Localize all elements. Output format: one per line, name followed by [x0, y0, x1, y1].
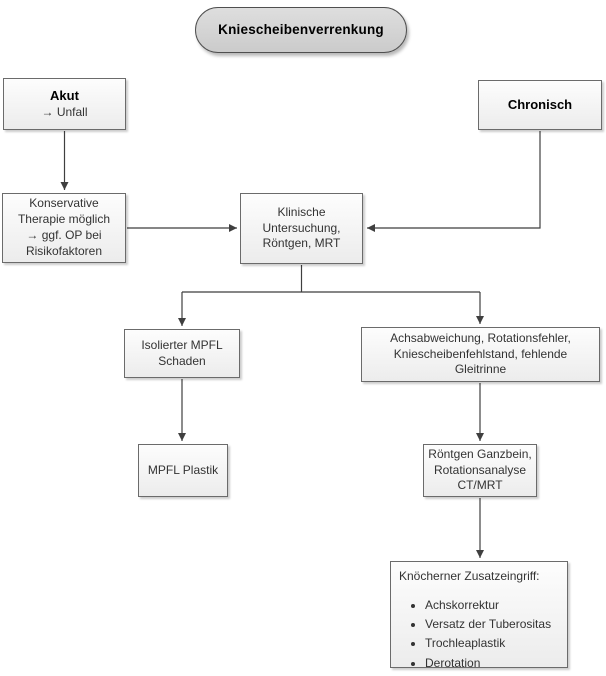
node-chronisch: Chronisch	[478, 80, 602, 130]
zusatzeingriff-item: Achskorrektur	[425, 598, 551, 614]
node-achsabweichung: Achsabweichung, Rotationsfehler, Kniesch…	[361, 327, 600, 382]
diagram-title: Kniescheibenverrenkung	[218, 22, 384, 38]
node-chronisch-heading: Chronisch	[507, 97, 573, 113]
node-konservative-therapie-label: Konservative Therapie möglich → ggf. OP …	[17, 196, 111, 258]
node-isolierter-mpfl-schaden: Isolierter MPFL Schaden	[124, 329, 240, 378]
node-klinische-untersuchung: Klinische Untersuchung, Röntgen, MRT	[240, 193, 363, 264]
node-knoecherner-zusatzeingriff: Knöcherner Zusatzeingriff: Achskorrektur…	[390, 561, 568, 670]
zusatzeingriff-item: Derotation	[425, 656, 551, 672]
node-roentgen-ganzbein-label: Röntgen Ganzbein, Rotationsanalyse CT/MR…	[428, 446, 532, 493]
zusatzeingriff-item: Versatz der Tuberositas	[425, 617, 551, 633]
node-mpfl-plastik-label: MPFL Plastik	[147, 462, 219, 477]
node-achsabweichung-label: Achsabweichung, Rotationsfehler, Kniesch…	[390, 330, 571, 377]
connector-chronisch-klinisch	[367, 131, 541, 232]
node-konservative-therapie: Konservative Therapie möglich → ggf. OP …	[2, 193, 126, 263]
node-mpfl-plastik: MPFL Plastik	[138, 444, 228, 497]
node-roentgen-ganzbein: Röntgen Ganzbein, Rotationsanalyse CT/MR…	[423, 444, 537, 497]
node-akut-heading: Akut	[50, 88, 79, 103]
node-klinische-untersuchung-label: Klinische Untersuchung, Röntgen, MRT	[262, 204, 341, 251]
zusatzeingriff-bullet-list: Achskorrektur Versatz der Tuberositas Tr…	[399, 598, 551, 675]
node-kniescheibenverrenkung: Kniescheibenverrenkung	[195, 7, 407, 53]
zusatzeingriff-item: Trochleaplastik	[425, 636, 551, 652]
node-knoecherner-zusatzeingriff-heading: Knöcherner Zusatzeingriff:	[399, 569, 540, 583]
node-akut-detail: → Unfall	[41, 105, 88, 120]
node-akut: Akut → Unfall	[3, 78, 126, 130]
node-isolierter-mpfl-schaden-label: Isolierter MPFL Schaden	[141, 337, 223, 368]
